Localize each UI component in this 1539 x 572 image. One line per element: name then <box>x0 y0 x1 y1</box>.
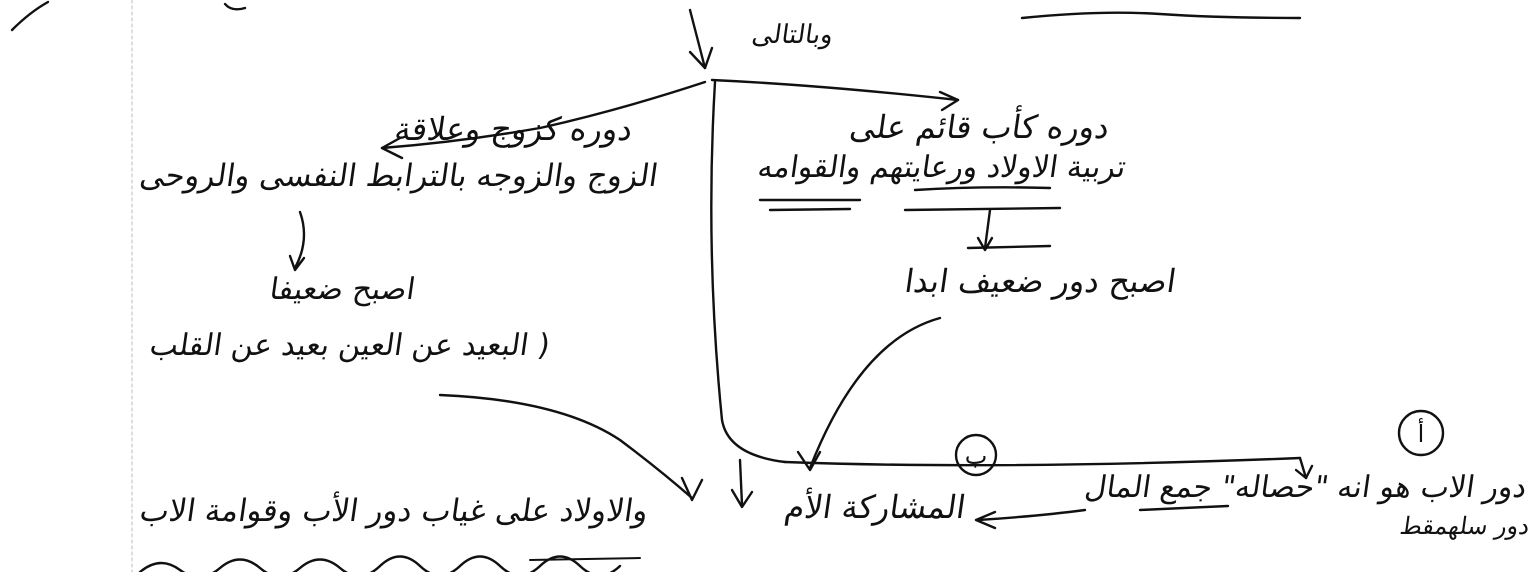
underline-mal <box>1138 504 1230 512</box>
underline-tarbiya <box>913 186 1052 192</box>
underline-long <box>903 206 1062 212</box>
wavy-underline <box>138 555 622 572</box>
right-branch-line2: تربية الاولاد ورعايتهم والقوامه <box>755 150 1129 185</box>
bottom-right-line2: دور سلهمقط <box>1398 512 1532 540</box>
arrow-right-down <box>983 208 992 250</box>
right-branch-line1: دوره كأب قائم على <box>847 108 1112 146</box>
top-left-arc <box>10 0 50 32</box>
curve-to-bottom-right <box>783 456 1302 467</box>
left-branch-line1: دوره كزوج وعلاقة <box>392 110 636 148</box>
long-down-curve <box>710 80 787 464</box>
bottom-right-line1: دور الاب هو انه "حصاله" جمع المال <box>1082 470 1529 505</box>
arrow-left-branch <box>380 80 707 150</box>
curve-left-detail <box>438 393 694 500</box>
connector-top: وبالتالى <box>749 20 836 50</box>
bottom-left-text: والاولاد على غياب دور الأب وقوامة الاب <box>137 493 651 529</box>
circle-a <box>1397 409 1445 457</box>
arrow-left-down <box>293 210 306 270</box>
top-down-arrow <box>688 8 707 70</box>
arrow-right-branch <box>710 78 960 102</box>
circled-letter-b: ب <box>965 442 988 470</box>
circled-letter-a: أ <box>1418 418 1425 448</box>
left-branch-line2: الزوج والزوجه بالترابط النفسى والروحى <box>137 158 661 194</box>
bottom-mid-text: المشاركة الأم <box>782 488 969 526</box>
left-branch-result: اصبح ضعيفا <box>267 272 418 307</box>
curve-right-result <box>808 316 942 470</box>
left-branch-detail: ( البعيد عن العين بعيد عن القلب <box>147 328 553 363</box>
arrow-bottom-left <box>738 458 744 507</box>
top-right-line <box>1020 11 1302 20</box>
arrow-bottom-mid <box>976 508 1087 522</box>
circle-b <box>954 433 998 477</box>
right-branch-result: اصبح دور ضعيف ابدا <box>902 262 1179 300</box>
top-hook <box>223 2 247 11</box>
